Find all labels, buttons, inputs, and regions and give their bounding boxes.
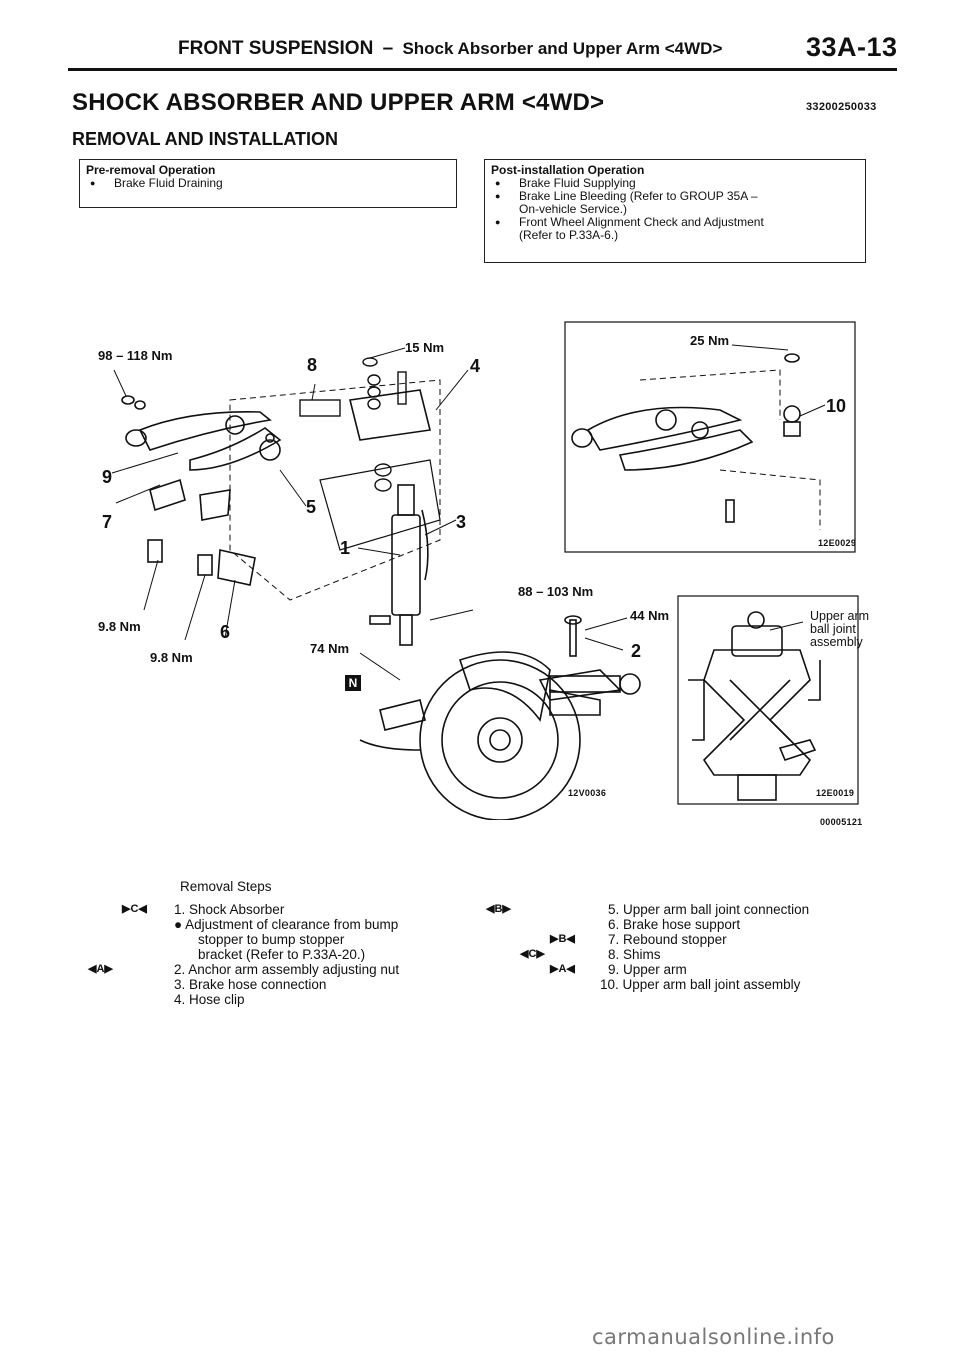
subsection-name: Shock Absorber and Upper Arm <4WD>: [402, 39, 723, 58]
step-text: 6. Brake hose support: [608, 917, 741, 932]
removal-steps-right: ◀B▶ 5. Upper arm ball joint connection 6.…: [480, 902, 880, 992]
step-text: 10. Upper arm ball joint assembly: [600, 977, 801, 992]
post-install-item: Brake Line Bleeding (Refer to GROUP 35A …: [491, 190, 859, 204]
torque-15: 15 Nm: [405, 340, 445, 355]
torque-25: 25 Nm: [690, 333, 730, 348]
pre-removal-heading: Pre-removal Operation: [86, 163, 216, 177]
post-install-item: Front Wheel Alignment Check and Adjustme…: [491, 216, 859, 230]
step-mark: ◀C▶: [520, 948, 545, 960]
torque-88-103: 88 – 103 Nm: [518, 584, 594, 599]
step-text: 4. Hose clip: [174, 992, 245, 1007]
callout-6: 6: [220, 622, 231, 642]
step-text: ● Adjustment of clearance from bump: [174, 917, 399, 932]
anchor-arm-drawing: [549, 615, 641, 695]
section-name: FRONT SUSPENSION: [178, 38, 374, 59]
figure-code-inset-bottom: 12E0019: [816, 788, 855, 798]
pre-removal-box: Pre-removal Operation Brake Fluid Draini…: [79, 159, 457, 208]
pre-removal-item: Brake Fluid Draining: [86, 177, 450, 191]
callout-2: 2: [631, 641, 642, 661]
step-mark: ▶C◀: [122, 903, 147, 915]
figure-code-inset-top: 12E0029: [818, 538, 857, 548]
post-install-heading: Post-installation Operation: [491, 163, 645, 177]
callout-9: 9: [102, 467, 113, 487]
callout-3: 3: [456, 512, 467, 532]
figure-number: 00005121: [820, 817, 863, 827]
page-title: SHOCK ABSORBER AND UPPER ARM <4WD>: [72, 89, 605, 116]
step-text: 9. Upper arm: [608, 962, 687, 977]
torque-9-8-a: 9.8 Nm: [98, 619, 141, 634]
step-text: 5. Upper arm ball joint connection: [608, 902, 810, 917]
step-text: 1. Shock Absorber: [174, 902, 285, 917]
step-mark: ◀A▶: [88, 963, 113, 975]
n-mark-badge: N: [345, 675, 361, 691]
page-header: FRONT SUSPENSION – Shock Absorber and Up…: [178, 38, 722, 60]
shock-absorber-drawing: [369, 484, 429, 646]
step-text: 7. Rebound stopper: [608, 932, 727, 947]
torque-74: 74 Nm: [310, 641, 350, 656]
step-text: stopper to bump stopper: [198, 932, 345, 947]
upper-arm-inset-frame: [564, 321, 856, 553]
post-install-item-cont: (Refer to P.33A-6.): [519, 228, 619, 242]
watermark: carmanualsonline.info: [592, 1325, 835, 1349]
inset-label-line: assembly: [810, 635, 863, 649]
callout-5: 5: [306, 497, 317, 517]
torque-9-8-b: 9.8 Nm: [150, 650, 193, 665]
removal-steps-left: ▶C◀ 1. Shock Absorber ● Adjustment of cle…: [88, 902, 470, 1007]
section-subtitle: REMOVAL AND INSTALLATION: [72, 129, 338, 149]
post-install-box: Post-installation Operation Brake Fluid …: [484, 159, 866, 263]
callout-1: 1: [340, 538, 351, 558]
exploded-diagram: [111, 321, 859, 820]
step-mark: ▶B◀: [550, 933, 575, 945]
inset-ball-joint-drawing: [688, 611, 821, 801]
post-install-item: Brake Fluid Supplying: [491, 177, 859, 191]
step-text: 2. Anchor arm assembly adjusting nut: [174, 962, 400, 977]
step-mark: ◀B▶: [486, 903, 511, 915]
callout-8: 8: [307, 355, 318, 375]
ball-joint-inset-frame: [677, 595, 859, 805]
inset-upper-arm-drawing: [571, 353, 821, 530]
torque-44: 44 Nm: [630, 608, 670, 623]
header-dash: –: [382, 38, 394, 59]
page-number: 33A-13: [806, 32, 898, 62]
brake-rotor-drawing: [359, 651, 622, 820]
post-install-item-cont: On-vehicle Service.): [519, 202, 628, 216]
step-text: bracket (Refer to P.33A-20.): [198, 947, 366, 962]
step-text: 3. Brake hose connection: [174, 977, 327, 992]
step-mark: ▶A◀: [550, 963, 575, 975]
callout-4: 4: [470, 356, 481, 376]
header-rule: [68, 68, 897, 71]
torque-98-118: 98 – 118 Nm: [98, 348, 173, 363]
figure-code-main: 12V0036: [568, 788, 607, 798]
inset-label-line: Upper arm: [810, 609, 870, 623]
document-id: 33200250033: [806, 101, 877, 113]
inset-label: Upper arm ball joint assembly: [810, 610, 869, 649]
removal-steps-heading: Removal Steps: [180, 879, 272, 894]
callout-7: 7: [102, 512, 113, 532]
step-text: 8. Shims: [608, 947, 661, 962]
upper-arm-drawing: [121, 395, 282, 471]
callout-10: 10: [826, 396, 847, 416]
inset-label-line: ball joint: [810, 622, 856, 636]
